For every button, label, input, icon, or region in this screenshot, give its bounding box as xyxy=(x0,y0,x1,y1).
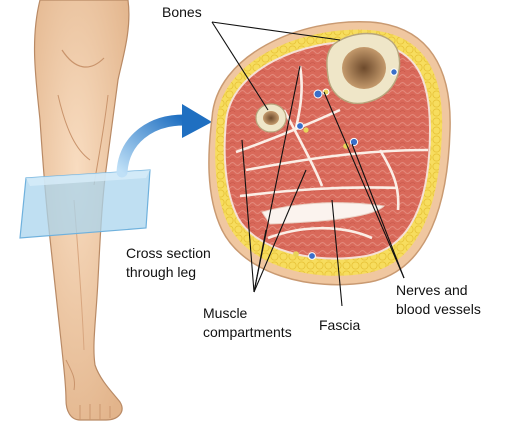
cross-section-plane xyxy=(20,170,150,238)
muscle-label-line-2: compartments xyxy=(203,323,292,342)
bones-label: Bones xyxy=(162,3,202,22)
nerves-vessels-label: Nerves and blood vessels xyxy=(396,281,481,319)
muscle-compartments-label: Muscle compartments xyxy=(203,304,292,342)
muscle-label-line-1: Muscle xyxy=(203,304,292,323)
fibula-bone xyxy=(256,104,286,132)
nerves-label-line-1: Nerves and xyxy=(396,281,481,300)
cross-section-label-line-1: Cross section xyxy=(126,244,211,263)
cross-section-label-line-2: through leg xyxy=(126,263,211,282)
leg-cross-section xyxy=(209,22,450,285)
nerves-label-line-2: blood vessels xyxy=(396,300,481,319)
cross-section-label: Cross section through leg xyxy=(126,244,211,282)
curved-arrow-icon xyxy=(122,104,212,172)
fascia-label: Fascia xyxy=(319,316,360,335)
